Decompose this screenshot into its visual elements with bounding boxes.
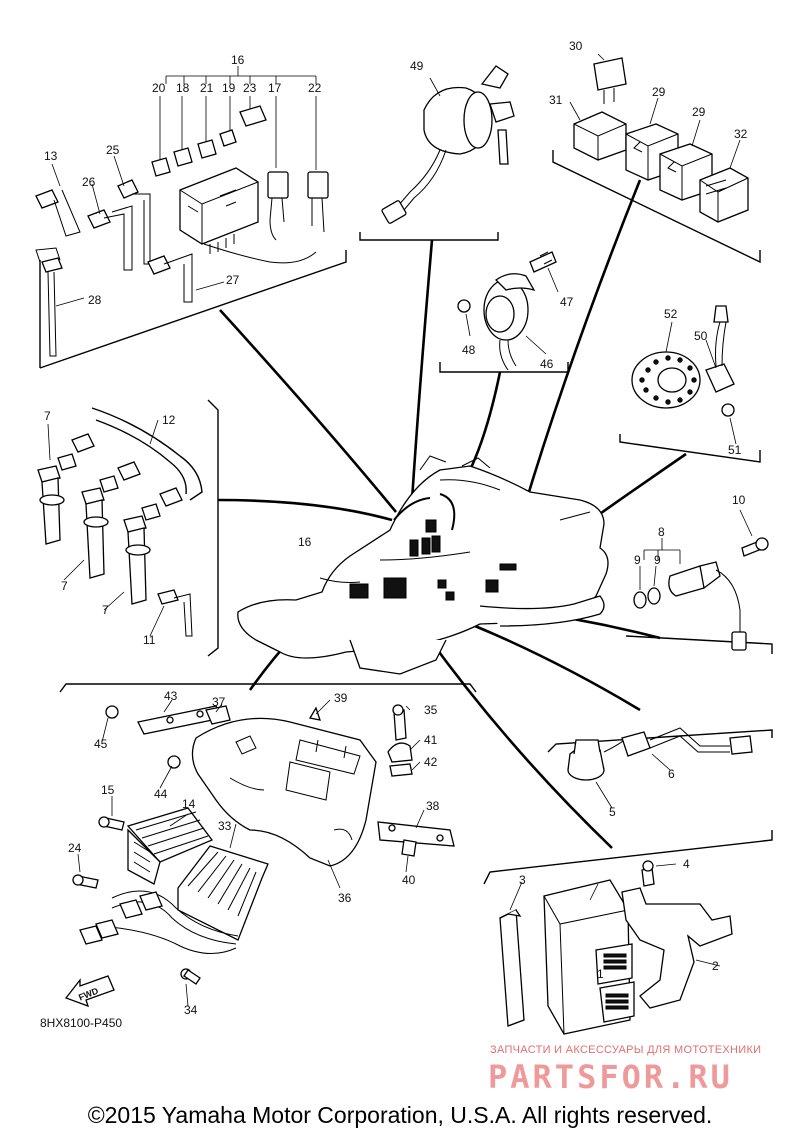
frame-ecu-group [483, 830, 773, 885]
part-label-39: 39 [334, 691, 348, 705]
part-label-8: 8 [658, 525, 665, 539]
part-label-52: 52 [664, 307, 678, 321]
part-label-3: 3 [519, 873, 526, 887]
part-label-1: 1 [597, 967, 604, 981]
part-labels: 1 2 3 4 5 6 7 7 7 8 9 9 10 11 12 13 14 1… [44, 39, 748, 1017]
frame-sensor-group [439, 362, 569, 373]
part-label-35: 35 [424, 703, 438, 717]
watermark-brand: PARTSFOR.RU [488, 1058, 733, 1096]
part-label-32: 32 [734, 127, 748, 141]
crank-sensor-group [631, 305, 737, 445]
relay-group [569, 53, 749, 223]
part-label-2: 2 [712, 959, 719, 973]
part-label-17: 17 [268, 81, 282, 95]
part-label-30: 30 [569, 39, 583, 53]
part-label-13: 13 [44, 149, 58, 163]
part-label-15: 15 [101, 783, 115, 797]
frame-relay-group [552, 150, 761, 264]
part-label-11: 11 [143, 633, 156, 647]
part-label-10: 10 [732, 493, 746, 507]
frame-crank-group [619, 434, 761, 463]
frame-fuse-box-group [39, 250, 347, 369]
part-label-7a: 7 [44, 409, 51, 423]
part-label-19: 19 [222, 81, 236, 95]
part-label-18: 18 [176, 81, 190, 95]
part-label-37: 37 [212, 695, 226, 709]
ecu-module-group [499, 860, 733, 1035]
part-label-29b: 29 [692, 105, 706, 119]
part-label-14: 14 [182, 797, 196, 811]
copyright-notice: ©2015 Yamaha Motor Corporation, U.S.A. A… [87, 1102, 713, 1128]
part-label-40: 40 [402, 873, 416, 887]
part-label-28: 28 [88, 293, 102, 307]
sensor-group [457, 251, 559, 371]
frame-speed-sensor-group [625, 635, 773, 654]
part-label-34: 34 [184, 1003, 198, 1017]
ignition-switch [381, 65, 515, 224]
part-label-46: 46 [540, 357, 554, 371]
part-label-42: 42 [424, 755, 438, 769]
part-label-22: 22 [308, 81, 322, 95]
part-label-4: 4 [683, 857, 690, 871]
part-label-21: 21 [200, 81, 214, 95]
frame-coil-group [207, 399, 219, 657]
speed-sensor-group [633, 509, 769, 651]
part-label-26: 26 [82, 175, 96, 189]
part-label-44: 44 [154, 787, 168, 801]
part-label-9a: 9 [634, 553, 641, 567]
ignition-coil-group [37, 407, 203, 637]
part-label-16b: 16 [298, 535, 312, 549]
watermark-tagline: ЗАПЧАСТИ И АКСЕССУАРЫ ДЛЯ МОТОТЕХНИКИ [490, 1044, 762, 1056]
part-label-7c: 7 [102, 603, 109, 617]
drawing-code: 8HX8100-P450 [40, 1016, 123, 1030]
fwd-arrow [64, 975, 115, 1008]
part-label-24: 24 [68, 841, 82, 855]
part-label-12: 12 [162, 413, 176, 427]
fuse-box-group [35, 66, 329, 357]
part-label-36: 36 [338, 891, 352, 905]
part-label-29a: 29 [652, 85, 666, 99]
part-label-27: 27 [226, 273, 240, 287]
part-label-23: 23 [243, 81, 257, 95]
part-label-6: 6 [668, 767, 675, 781]
frame-ecu-bracket-group [59, 683, 477, 693]
part-label-25: 25 [106, 143, 120, 157]
part-label-45: 45 [94, 737, 108, 751]
part-label-49: 49 [410, 59, 424, 73]
pressure-sensor-group [567, 727, 753, 809]
part-label-7b: 7 [61, 579, 68, 593]
part-label-33: 33 [218, 819, 232, 833]
part-label-43: 43 [164, 689, 178, 703]
part-label-41: 41 [424, 733, 438, 747]
part-label-5: 5 [609, 805, 616, 819]
part-label-9b: 9 [654, 553, 661, 567]
part-label-51: 51 [728, 443, 742, 457]
part-label-31: 31 [549, 93, 563, 107]
part-label-20: 20 [152, 81, 166, 95]
part-label-38: 38 [426, 799, 440, 813]
frame-ignition-group [359, 232, 499, 241]
vehicle-silhouette [237, 455, 609, 675]
part-label-16: 16 [231, 53, 245, 67]
part-label-48: 48 [462, 343, 476, 357]
part-label-50: 50 [694, 329, 708, 343]
frame-pressure-sensor-group [547, 729, 773, 753]
ecu-bracket-group [64, 699, 455, 1008]
part-label-47: 47 [560, 295, 574, 309]
